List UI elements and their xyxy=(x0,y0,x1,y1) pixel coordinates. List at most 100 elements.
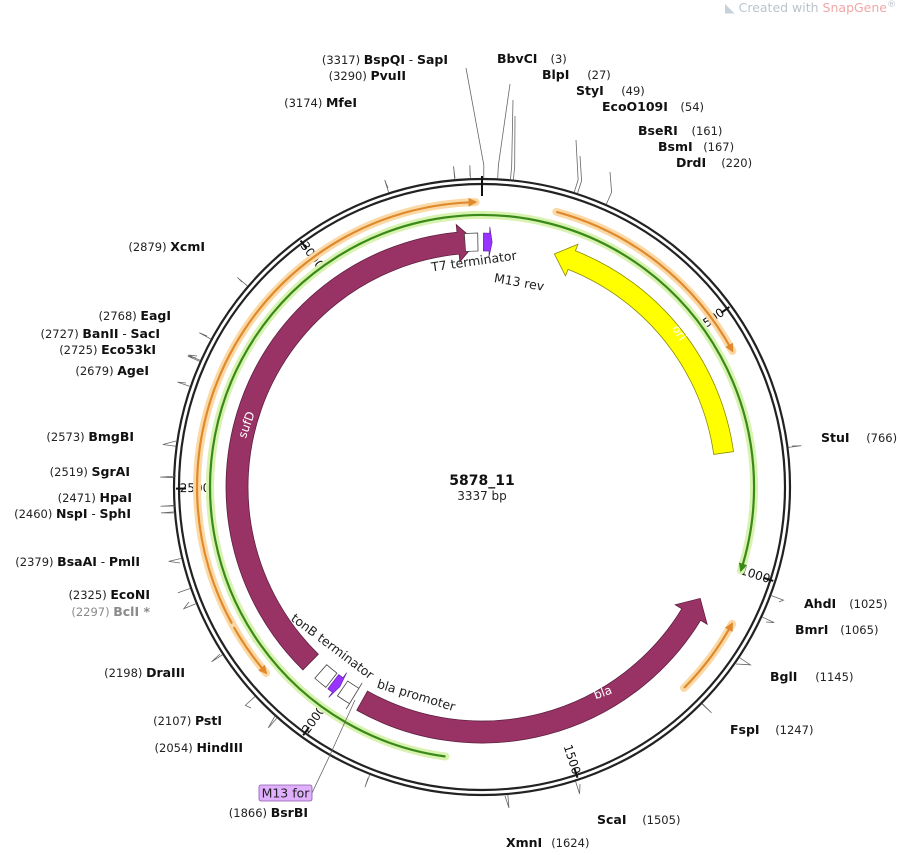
site-hindiii[interactable]: (2054) HindIII xyxy=(155,715,278,755)
site-position: (1065) xyxy=(840,623,878,637)
site-name: HpaI xyxy=(100,490,133,505)
site-leader xyxy=(188,354,201,361)
backbone xyxy=(172,176,792,797)
site-label: (2325) EcoNI xyxy=(68,587,150,602)
site-position: (1025) xyxy=(849,597,887,611)
site-position: (1145) xyxy=(815,670,853,684)
site-name: AgeI xyxy=(117,363,149,378)
site-position: (2679) xyxy=(75,364,117,378)
site-xcmi[interactable]: (2879) XcmI xyxy=(128,239,248,287)
site-label: (2725) Eco53kI xyxy=(59,342,156,357)
site-name-2: SphI xyxy=(99,506,131,521)
site-name: BseRI xyxy=(638,123,678,138)
site-nspi[interactable]: (2460) NspI - SphI xyxy=(14,506,176,521)
orf-orange-right-arc xyxy=(556,210,734,353)
site-label: (1866) BsrBI xyxy=(229,805,308,820)
site-label: (2198) DraIII xyxy=(104,665,185,680)
site-eagi[interactable]: (2768) EagI xyxy=(99,308,211,340)
site-ahdi[interactable]: AhdI(1025) xyxy=(771,595,887,611)
site-name: BsmI xyxy=(658,139,693,154)
site-dash: - xyxy=(88,507,100,521)
site-draiii[interactable]: (2198) DraIII xyxy=(104,653,223,680)
site-blpi[interactable]: BlpI (27) xyxy=(497,67,611,179)
m13-for-label-box: M13 for xyxy=(258,699,356,802)
site-leader xyxy=(162,440,177,447)
m13-rev-feature xyxy=(483,226,493,258)
site-label: (2297) BclI * xyxy=(71,604,150,619)
site-position: (1624) xyxy=(551,836,589,850)
m13-for-feature xyxy=(327,672,347,698)
site-leader xyxy=(606,171,613,205)
site-hpai[interactable]: (2471) HpaI xyxy=(58,490,176,507)
site-ecoo109i[interactable]: EcoO109I(54) xyxy=(512,99,704,180)
site-xmni[interactable]: XmnI(1624) xyxy=(504,794,589,850)
site-leader xyxy=(788,445,802,448)
site-leader xyxy=(504,794,510,808)
site-label: (2727) BanII - SacI xyxy=(40,326,160,341)
site-agei[interactable]: (2679) AgeI xyxy=(75,363,190,387)
site-position: (1866) xyxy=(229,806,271,820)
site-psti[interactable]: (2107) PstI xyxy=(153,696,256,728)
site-position: (2107) xyxy=(153,714,195,728)
site-bbvci[interactable]: BbvCI(3) xyxy=(465,51,567,179)
snapgene-logo-icon: ◣ xyxy=(725,0,735,15)
site-mfei[interactable]: (3174) MfeI xyxy=(284,95,390,193)
watermark-prefix: Created with xyxy=(738,0,823,15)
site-leader xyxy=(384,179,390,193)
site-bmgbi[interactable]: (2573) BmgBI xyxy=(46,429,177,447)
site-position: (1505) xyxy=(642,813,680,827)
site-bseri[interactable]: BseRI (161) xyxy=(573,123,723,193)
site-leader xyxy=(160,505,176,507)
site-scai[interactable]: ScaI(1505) xyxy=(575,781,681,827)
site-bsrbi[interactable]: (1866) BsrBI xyxy=(229,774,371,820)
site-position: (220) xyxy=(721,156,752,170)
site-fspi[interactable]: FspI(1247) xyxy=(701,703,813,737)
bla-label: bla xyxy=(592,683,614,702)
site-name: EagI xyxy=(140,308,171,323)
site-leader xyxy=(573,139,579,193)
site-drdi[interactable]: DrdI(220) xyxy=(606,155,752,205)
site-position: (2573) xyxy=(46,430,88,444)
site-bgli[interactable]: BglI(1145) xyxy=(735,657,853,684)
site-leader xyxy=(510,99,514,180)
site-bmri[interactable]: BmrI(1065) xyxy=(762,616,878,637)
site-pvuii[interactable]: (3290) PvuII xyxy=(329,68,456,180)
site-bsaai[interactable]: (2379) BsaAI - PmlI xyxy=(15,554,182,569)
site-styi[interactable]: StyI(49) xyxy=(510,83,645,180)
site-eco53ki[interactable]: (2725) Eco53kI xyxy=(59,342,200,362)
site-leader xyxy=(177,588,191,594)
tonb-terminator-feature xyxy=(314,664,338,688)
site-leader xyxy=(762,616,775,623)
tick-mark-500 xyxy=(720,306,730,314)
site-dash: - xyxy=(97,555,109,569)
plasmid-name: 5878_11 xyxy=(449,473,514,489)
tick-mark-1000 xyxy=(763,576,774,582)
tick-mark-1500 xyxy=(573,767,579,779)
site-banii[interactable]: (2727) BanII - SacI xyxy=(40,326,201,361)
orf-orange-lower-right-arc xyxy=(683,622,734,689)
sufd-feature xyxy=(225,223,478,671)
site-leader xyxy=(701,703,712,714)
plasmid-length: 3337 bp xyxy=(457,489,507,503)
site-stui[interactable]: StuI(766) xyxy=(788,430,897,448)
site-position: (161) xyxy=(692,124,723,138)
site-bspqi[interactable]: (3317) BspQI - SapI xyxy=(322,52,471,179)
site-econi[interactable]: (2325) EcoNI xyxy=(68,587,191,602)
site-position: (3317) xyxy=(322,53,364,67)
watermark-brand: SnapGene xyxy=(822,0,887,15)
site-position: (2198) xyxy=(104,666,146,680)
site-sgrai[interactable]: (2519) SgrAI xyxy=(50,464,177,479)
site-position: (766) xyxy=(866,431,897,445)
site-bsmi[interactable]: BsmI (167) xyxy=(577,139,735,194)
site-position: (2879) xyxy=(128,240,170,254)
site-name: BlpI xyxy=(542,67,569,82)
orf-orange-top-arc xyxy=(196,197,478,628)
tick-label-1500: 1500 xyxy=(561,743,584,776)
site-position: (49) xyxy=(621,84,645,98)
site-position: (2727) xyxy=(40,327,82,341)
m13-for-leader xyxy=(311,699,356,794)
site-bcli[interactable]: (2297) BclI * xyxy=(71,601,197,619)
site-position: (27) xyxy=(587,68,611,82)
site-label: (2573) BmgBI xyxy=(46,429,134,444)
site-position: (167) xyxy=(703,140,734,154)
